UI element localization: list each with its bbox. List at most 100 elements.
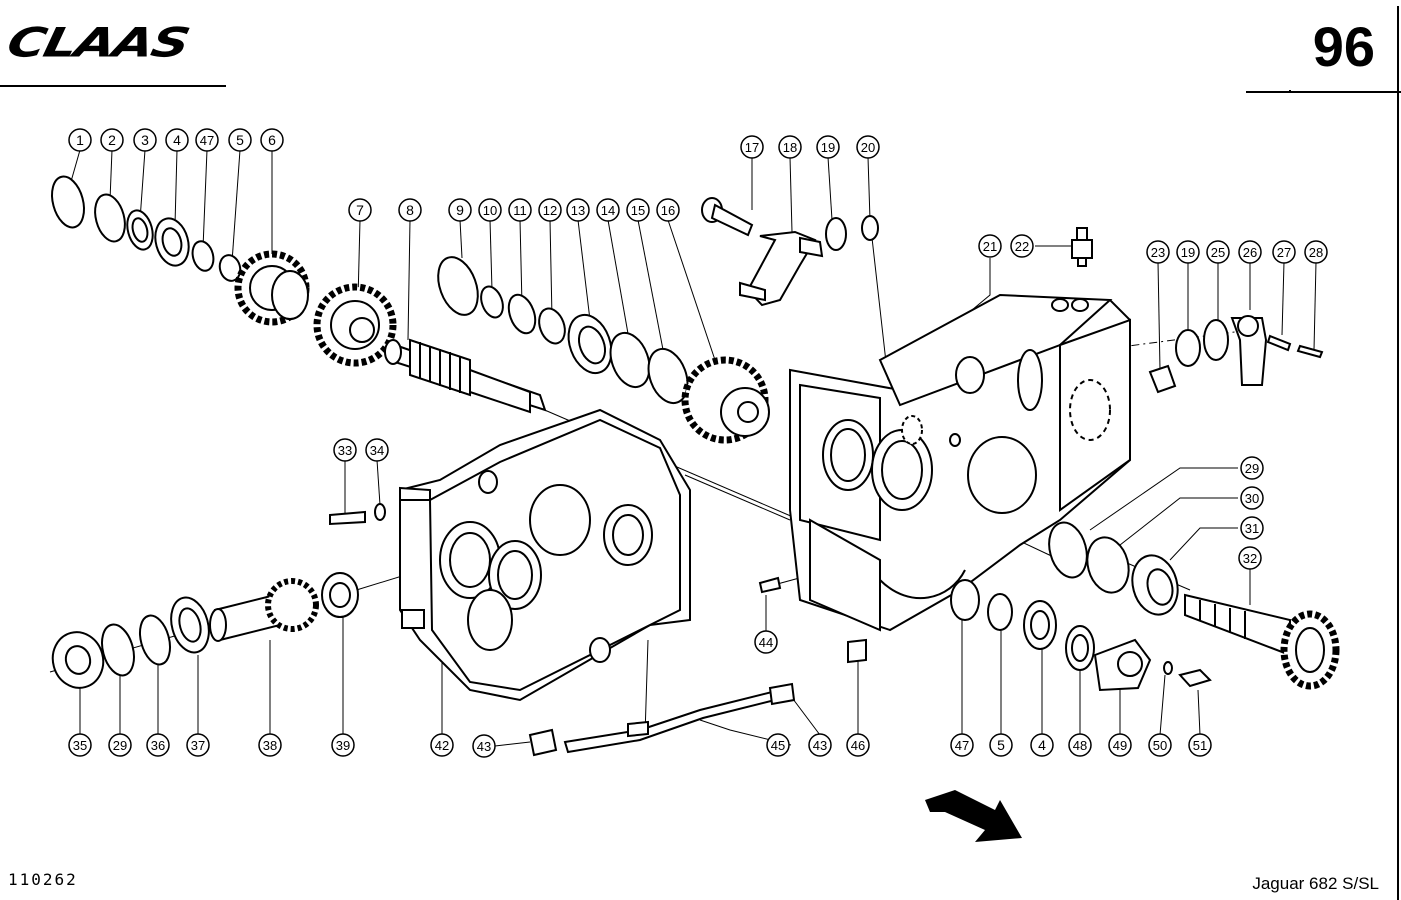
callout-circle <box>100 128 124 152</box>
callout-number: 17 <box>745 140 759 155</box>
callout-number: 47 <box>955 738 969 753</box>
callout-circle <box>950 733 974 757</box>
callout-number: 23 <box>1151 245 1165 260</box>
callout-number: 51 <box>1193 738 1207 753</box>
callout-5: 5 <box>989 733 1013 757</box>
callout-circle <box>1188 733 1212 757</box>
callout-number: 21 <box>983 239 997 254</box>
frame-lines <box>0 6 1401 900</box>
callout-circle <box>348 198 372 222</box>
callout-14: 14 <box>596 198 620 222</box>
lower-middle-components <box>528 576 867 757</box>
callout-number: 32 <box>1243 551 1257 566</box>
callout-15: 15 <box>626 198 650 222</box>
callout-1: 1 <box>68 128 92 152</box>
callout-circle <box>1240 486 1264 510</box>
callout-35: 35 <box>68 733 92 757</box>
callout-circle <box>1238 546 1262 570</box>
callout-43: 43 <box>808 733 832 757</box>
front-housing-cover <box>399 408 691 702</box>
callout-circle <box>165 128 189 152</box>
callout-29: 29 <box>108 733 132 757</box>
callout-4: 4 <box>1030 733 1054 757</box>
callout-number: 48 <box>1073 738 1087 753</box>
callout-circle <box>1272 240 1296 264</box>
callout-49: 49 <box>1108 733 1132 757</box>
callout-31: 31 <box>1240 516 1264 540</box>
callout-number: 12 <box>543 203 557 218</box>
callout-circle <box>133 128 157 152</box>
model-name: Jaguar 682 S/SL <box>1252 874 1379 893</box>
callout-number: 11 <box>513 203 527 218</box>
callout-circle <box>398 198 422 222</box>
callout-circle <box>108 733 132 757</box>
callout-number: 43 <box>813 738 827 753</box>
callout-number: 45 <box>771 738 785 753</box>
callout-30: 30 <box>1240 486 1264 510</box>
callout-circle <box>566 198 590 222</box>
callout-number: 49 <box>1113 738 1127 753</box>
callout-6: 6 <box>260 128 284 152</box>
callout-13: 13 <box>566 198 590 222</box>
callout-21: 21 <box>978 234 1002 258</box>
callout-circle <box>1068 733 1092 757</box>
callout-number: 4 <box>173 132 181 148</box>
upper-left-components <box>51 175 397 367</box>
callout-number: 20 <box>861 140 875 155</box>
callout-number: 37 <box>191 738 205 753</box>
callout-42: 42 <box>430 733 454 757</box>
callout-number: 28 <box>1309 245 1323 260</box>
callout-48: 48 <box>1068 733 1092 757</box>
callout-circle <box>1010 234 1034 258</box>
callout-50: 50 <box>1148 733 1172 757</box>
callout-39: 39 <box>331 733 355 757</box>
callout-12: 12 <box>538 198 562 222</box>
callout-number: 18 <box>783 140 797 155</box>
callout-circle <box>754 630 778 654</box>
callout-number: 10 <box>483 203 497 218</box>
callout-circle <box>478 198 502 222</box>
callout-47: 47 <box>195 128 219 152</box>
callout-circle <box>68 128 92 152</box>
callout-number: 22 <box>1015 239 1029 254</box>
callout-circle <box>365 438 389 462</box>
direction-arrow-icon <box>925 790 1022 842</box>
callout-34: 34 <box>365 438 389 462</box>
callout-circle <box>596 198 620 222</box>
callout-46: 46 <box>846 733 870 757</box>
callout-circle <box>331 733 355 757</box>
callout-25: 25 <box>1206 240 1230 264</box>
callout-22: 22 <box>1010 234 1034 258</box>
callout-circle <box>333 438 357 462</box>
callout-circle <box>1206 240 1230 264</box>
rear-gearbox-housing <box>789 293 1131 632</box>
callout-number: 31 <box>1245 521 1259 536</box>
callout-20: 20 <box>856 135 880 159</box>
callout-circle <box>1238 240 1262 264</box>
callout-29: 29 <box>1240 456 1264 480</box>
callout-43: 43 <box>472 734 496 758</box>
callout-number: 34 <box>370 443 384 458</box>
callout-number: 43 <box>477 739 491 754</box>
callout-47: 47 <box>950 733 974 757</box>
callout-number: 35 <box>73 738 87 753</box>
callout-36: 36 <box>146 733 170 757</box>
callout-number: 15 <box>631 203 645 218</box>
callout-circle <box>978 234 1002 258</box>
callout-number: 46 <box>851 738 865 753</box>
lower-right-components <box>950 579 1212 692</box>
callout-32: 32 <box>1238 546 1262 570</box>
callout-number: 39 <box>336 738 350 753</box>
callout-circle <box>778 135 802 159</box>
callout-45: 45 <box>766 733 790 757</box>
callout-19: 19 <box>816 135 840 159</box>
callout-number: 25 <box>1211 245 1225 260</box>
callout-circle <box>260 128 284 152</box>
leader-lines <box>69 149 1317 747</box>
callout-17: 17 <box>740 135 764 159</box>
callout-number: 42 <box>435 738 449 753</box>
callout-38: 38 <box>258 733 282 757</box>
callout-number: 50 <box>1153 738 1167 753</box>
